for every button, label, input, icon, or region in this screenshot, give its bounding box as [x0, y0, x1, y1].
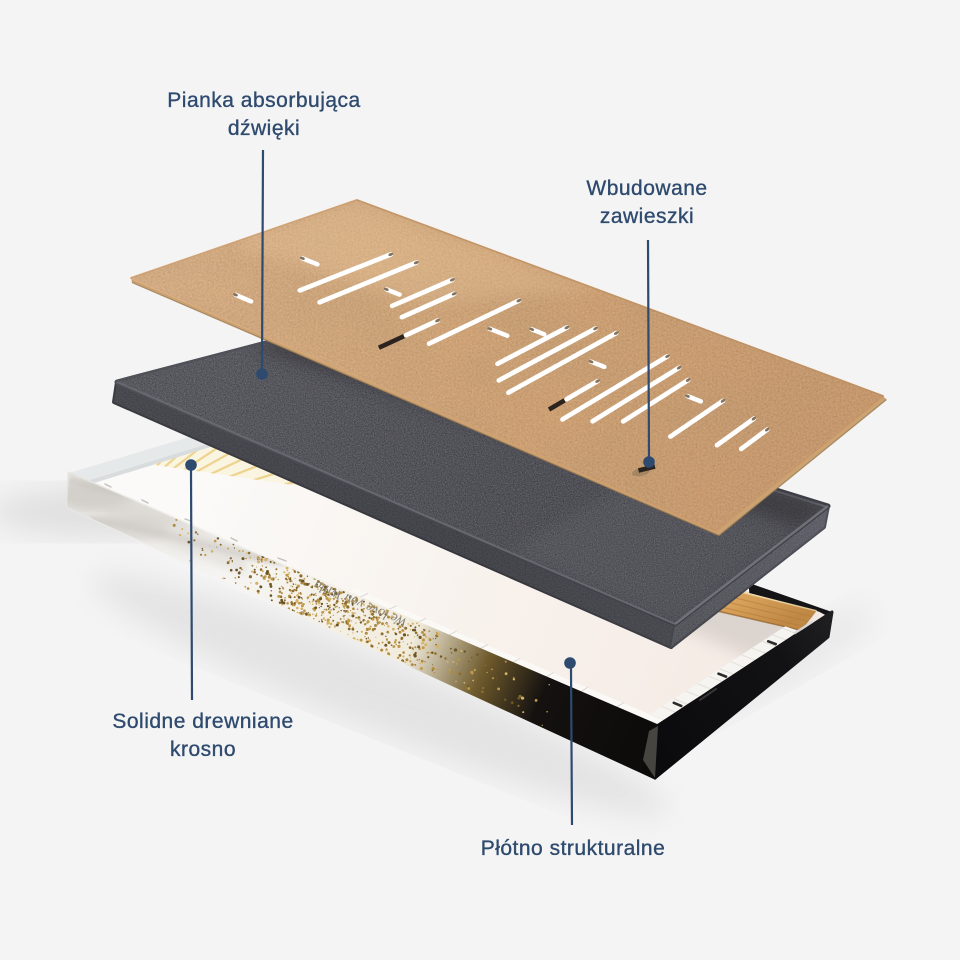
svg-text:zawieszki: zawieszki — [600, 205, 694, 228]
svg-text:Wbudowane: Wbudowane — [586, 177, 707, 200]
svg-text:krosno: krosno — [170, 738, 236, 761]
svg-text:Solidne drewniane: Solidne drewniane — [112, 710, 293, 733]
svg-text:Pianka absorbująca: Pianka absorbująca — [167, 89, 360, 112]
svg-text:Płótno strukturalne: Płótno strukturalne — [481, 837, 666, 860]
svg-text:dźwięki: dźwięki — [228, 117, 300, 140]
